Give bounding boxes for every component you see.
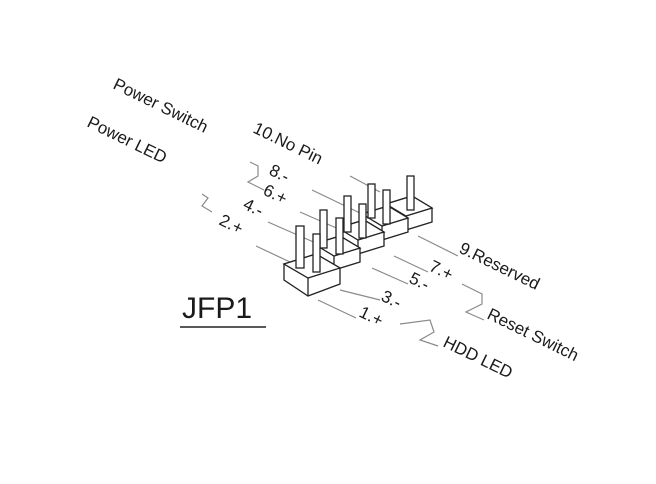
wire-pin-4: [267, 221, 319, 245]
label-pin-1: 1.+: [356, 303, 386, 331]
pin-1-post: [312, 233, 321, 273]
label-reserved: 9.Reserved: [456, 239, 542, 294]
wire-hdd-bracket: [399, 319, 439, 347]
pin-housing-4: [360, 183, 410, 241]
pin-7-post: [382, 189, 391, 225]
wire-pin-9: [417, 235, 459, 257]
pin-housing-1: [282, 225, 342, 297]
label-pin-3: 3.-: [378, 287, 404, 313]
pin-5-post: [358, 203, 367, 239]
label-power-switch: Power Switch: [110, 75, 211, 137]
wire-power-led-bracket: [201, 193, 213, 213]
wire-power-switch-bracket: [246, 161, 265, 191]
connector-title: JFP1: [180, 292, 266, 328]
wire-reset-bracket: [461, 283, 485, 321]
label-pin-2: 2.+: [216, 211, 246, 239]
label-power-led: Power LED: [84, 113, 170, 168]
connector-name: JFP1: [182, 292, 252, 325]
label-pin-10: 10.No Pin: [250, 119, 325, 169]
wire-pin-8: [311, 189, 363, 215]
wire-pin-2: [255, 245, 291, 263]
label-hdd-led: HDD LED: [440, 333, 515, 383]
pin-9-post: [406, 175, 415, 211]
pin-6-post: [343, 195, 352, 233]
wire-pin-1: [317, 299, 357, 319]
pin-3-post: [335, 217, 344, 255]
pin-housing-2: [312, 209, 362, 271]
wire-pin-5: [371, 267, 409, 285]
wires-bottom-right: [317, 235, 485, 347]
pin-8-post: [367, 183, 376, 219]
wire-pin-7: [393, 255, 429, 273]
labels-top-left: Power Switch Power LED 10.No Pin 8.- 6.+…: [84, 75, 325, 239]
pin-4-post: [319, 209, 328, 249]
pin-header: [282, 175, 434, 297]
pin-2-post: [295, 225, 305, 269]
wire-pin-3: [339, 289, 381, 301]
